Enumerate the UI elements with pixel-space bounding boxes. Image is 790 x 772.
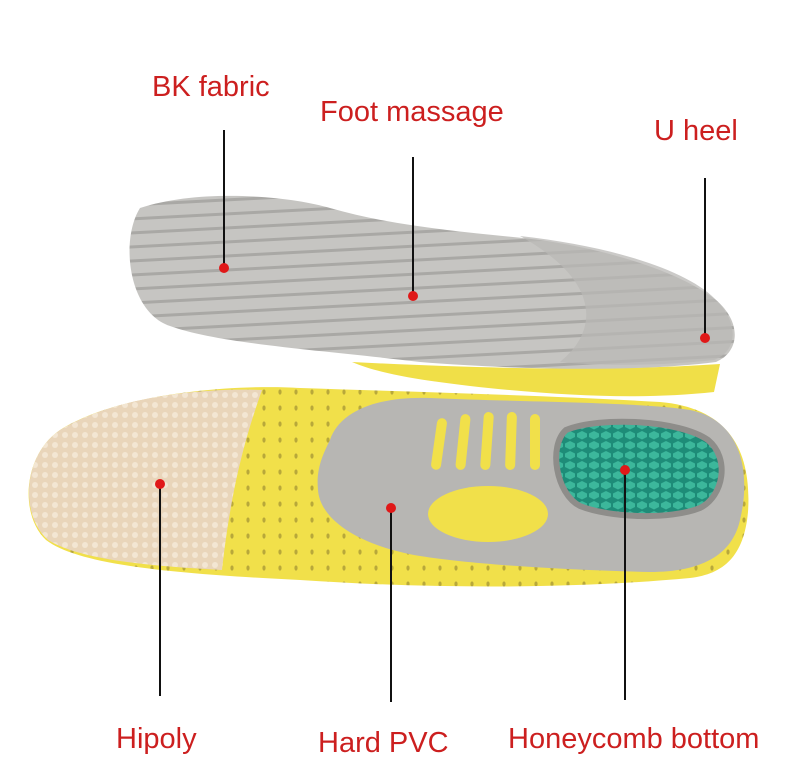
label-foot-massage: Foot massage (320, 96, 504, 128)
leader-line-hard-pvc (390, 508, 392, 702)
lower-insole-forefoot (28, 389, 263, 570)
leader-line-honeycomb-bottom (624, 470, 626, 700)
marker-dot-foot-massage (408, 291, 418, 301)
marker-dot-hard-pvc (386, 503, 396, 513)
heel-gel-honeycomb (556, 421, 722, 517)
leader-line-u-heel (704, 178, 706, 338)
label-hipoly: Hipoly (116, 723, 197, 755)
label-bk-fabric: BK fabric (152, 71, 270, 103)
leader-line-bk-fabric (223, 130, 225, 268)
marker-dot-hipoly (155, 479, 165, 489)
label-u-heel: U heel (654, 115, 738, 147)
label-honeycomb-bottom: Honeycomb bottom (508, 723, 760, 755)
upper-insole-heel-mesh (520, 236, 733, 365)
marker-dot-u-heel (700, 333, 710, 343)
leader-line-foot-massage (412, 157, 414, 296)
upper-insole-sidewall (352, 362, 720, 397)
upper-insole-top (129, 195, 735, 369)
marker-dot-bk-fabric (219, 263, 229, 273)
leader-line-hipoly (159, 484, 161, 696)
label-hard-pvc: Hard PVC (318, 727, 449, 759)
arch-window (428, 486, 548, 542)
arch-slots (431, 412, 540, 470)
marker-dot-honeycomb-bottom (620, 465, 630, 475)
